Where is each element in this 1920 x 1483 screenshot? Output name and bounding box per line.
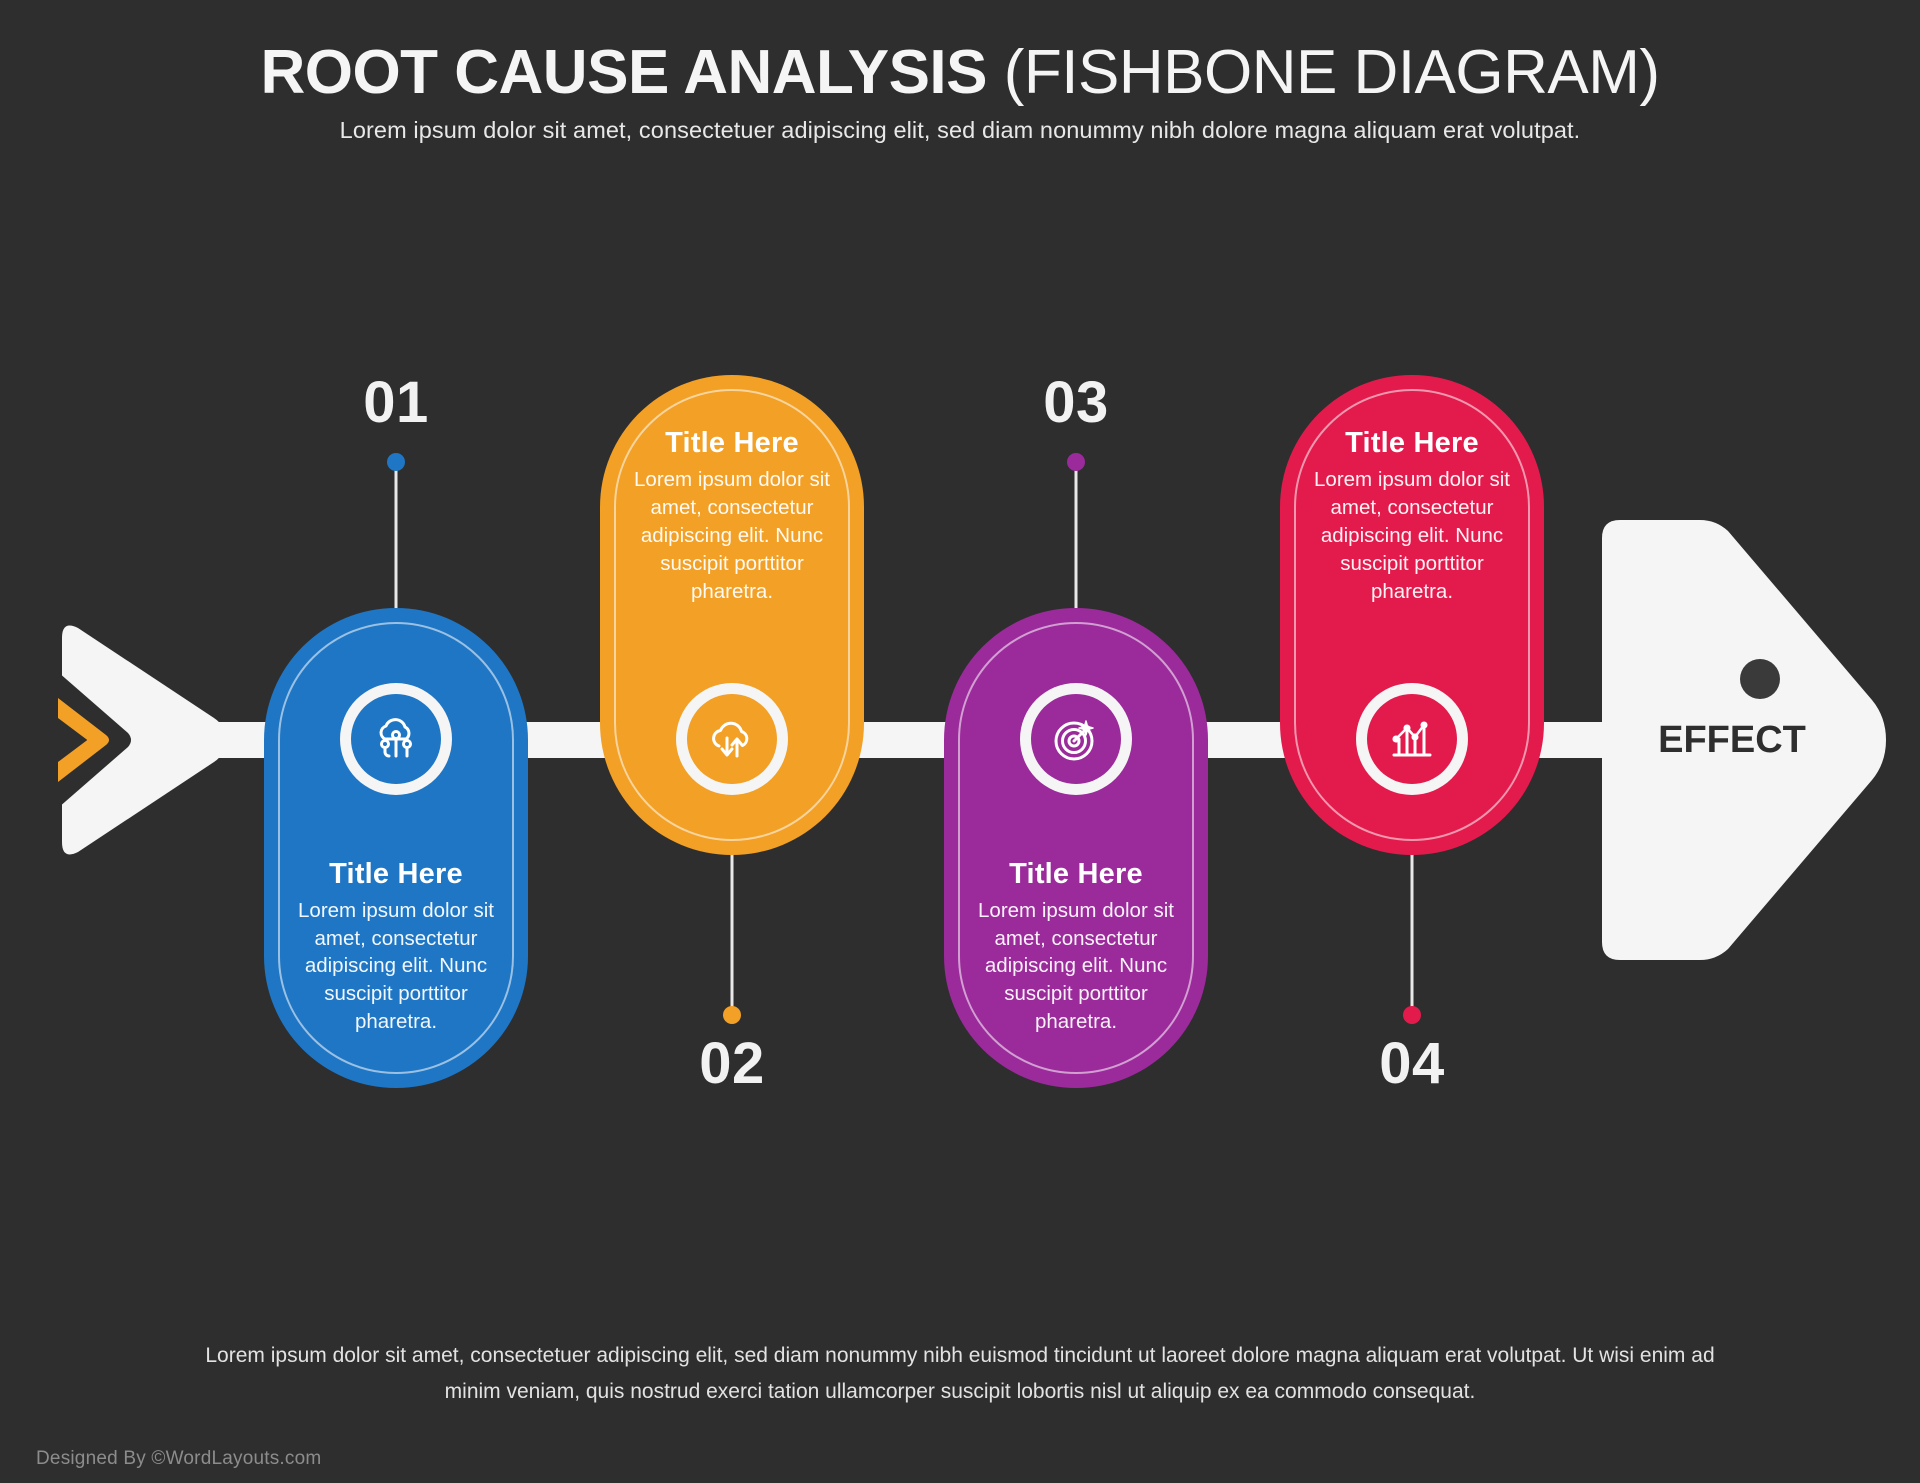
cause-badge-03[interactable]	[1020, 683, 1132, 795]
cause-title-01: Title Here	[329, 857, 463, 890]
step-number-03: 03	[1043, 370, 1109, 435]
page-title: ROOT CAUSE ANALYSIS (FISHBONE DIAGRAM)	[0, 38, 1920, 107]
step-number-01: 01	[363, 370, 429, 435]
footer-line-2: minim veniam, quis nostrud exerci tation…	[444, 1380, 1476, 1404]
cause-body-01: Lorem ipsum dolor sit amet, consectetur …	[298, 898, 494, 1034]
cause-title-04: Title Here	[1345, 427, 1479, 459]
fish-eye	[1740, 659, 1780, 699]
bar-line-chart-icon	[1367, 694, 1457, 784]
connector-dot-03	[1067, 453, 1085, 471]
cloud-sync-icon	[687, 694, 777, 784]
cause-badge-04[interactable]	[1356, 683, 1468, 795]
cause-body-04: Lorem ipsum dolor sit amet, consectetur …	[1314, 468, 1510, 603]
page-subtitle: Lorem ipsum dolor sit amet, consectetuer…	[339, 116, 1581, 143]
step-number-04: 04	[1379, 1031, 1445, 1096]
connector-dot-02	[723, 1006, 741, 1024]
step-number-02: 02	[699, 1031, 765, 1096]
effect-label: EFFECT	[1658, 719, 1806, 761]
page-header: ROOT CAUSE ANALYSIS (FISHBONE DIAGRAM) L…	[0, 38, 1920, 144]
cause-body-02: Lorem ipsum dolor sit amet, consectetur …	[634, 468, 830, 603]
page-title-bold: ROOT CAUSE ANALYSIS	[260, 38, 988, 107]
connector-dot-04	[1403, 1006, 1421, 1024]
cause-title-03: Title Here	[1009, 857, 1143, 890]
fish-tail-fin	[62, 625, 226, 855]
cause-card-02[interactable]: Title Here Lorem ipsum dolor sit amet, c…	[600, 375, 864, 855]
designer-credit: Designed By ©WordLayouts.com	[36, 1448, 322, 1469]
cause-badge-02[interactable]	[676, 683, 788, 795]
effect-arrow-head	[1602, 520, 1886, 960]
target-dart-icon	[1031, 694, 1121, 784]
tail-chevron-icon	[58, 698, 109, 782]
cause-badge-01[interactable]	[340, 683, 452, 795]
cause-title-02: Title Here	[665, 427, 799, 459]
connector-dot-01	[387, 453, 405, 471]
cause-card-01[interactable]: Title Here Lorem ipsum dolor sit amet, c…	[264, 608, 528, 1088]
footer-line-1: Lorem ipsum dolor sit amet, consectetuer…	[205, 1344, 1715, 1367]
footer-text: Lorem ipsum dolor sit amet, consectetuer…	[120, 1338, 1800, 1410]
page-title-light: (FISHBONE DIAGRAM)	[1003, 38, 1660, 107]
cause-body-03: Lorem ipsum dolor sit amet, consectetur …	[978, 898, 1174, 1034]
cloud-circuit-icon	[351, 694, 441, 784]
cause-card-03[interactable]: Title Here Lorem ipsum dolor sit amet, c…	[944, 608, 1208, 1088]
